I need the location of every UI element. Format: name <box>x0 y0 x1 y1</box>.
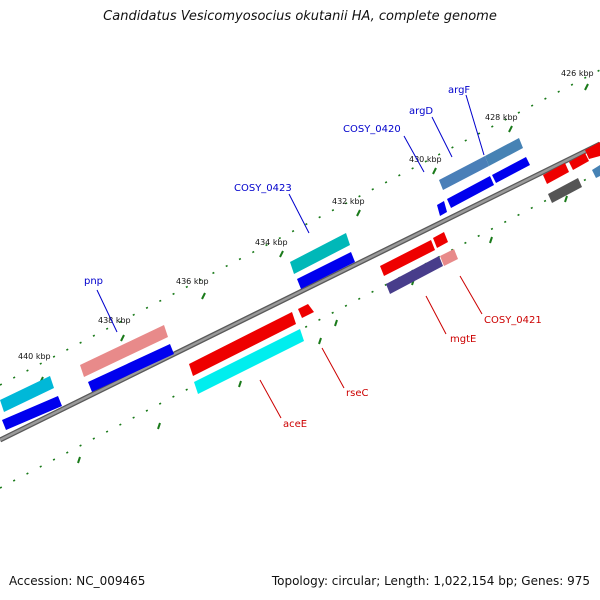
map-title: Candidatus Vesicomyosocius okutanii HA, … <box>103 9 497 24</box>
leader-aceE <box>259 379 282 419</box>
inner-tick-6 <box>238 380 242 388</box>
gene-slate-mgtE <box>386 256 443 294</box>
gene-label-cosy0421: COSY_0421 <box>484 315 542 326</box>
kbp-label-436: 436 kbp <box>176 277 209 286</box>
tick-428 <box>508 125 513 133</box>
inner-tick-2 <box>489 236 493 244</box>
inner-tick-1 <box>564 195 568 203</box>
gene-red-arrow-small <box>298 304 314 318</box>
gene-steel-argD <box>439 156 489 190</box>
kbp-label-428: 428 kbp <box>485 113 518 122</box>
leader-argD <box>431 116 453 158</box>
gene-gray-partial <box>548 178 582 203</box>
gene-pink-small <box>440 249 458 266</box>
gene-cyan-aceE <box>194 329 304 394</box>
gene-red-partial-1 <box>543 163 569 184</box>
gene-label-pnp: pnp <box>84 276 103 287</box>
gene-blue-left <box>2 396 62 430</box>
gene-steel-argF <box>485 138 523 166</box>
genome-backbone <box>0 141 600 443</box>
gene-cyan-left <box>0 376 54 412</box>
inner-tick-5 <box>318 337 322 345</box>
kbp-label-430: 430 kbp <box>409 155 442 164</box>
gene-steel-partial <box>592 165 600 178</box>
gene-pink-pnp <box>80 325 168 377</box>
gene-blue-cds-1 <box>492 157 530 183</box>
gene-label-rseC: rseC <box>346 388 368 399</box>
major-ticks <box>39 83 589 464</box>
tick-430 <box>432 167 437 175</box>
leader-cosy0421 <box>459 275 483 315</box>
inner-tick-4 <box>334 319 338 327</box>
accession-text: Accession: NC_009465 <box>9 574 146 588</box>
gene-red-partial-3 <box>585 142 600 159</box>
gene-blocks <box>0 138 600 430</box>
gene-red-partial-2 <box>569 153 589 170</box>
kbp-label-432: 432 kbp <box>332 197 365 206</box>
kbp-label-426: 426 kbp <box>561 69 594 78</box>
gene-cyan-cos0423 <box>290 233 350 274</box>
tick-438 <box>120 334 125 342</box>
leader-cosy0420 <box>403 135 425 173</box>
leader-cosy0423 <box>288 193 310 234</box>
gene-blue-arrow-small <box>437 201 447 216</box>
gene-label-cosy0423: COSY_0423 <box>234 183 292 194</box>
gene-blue-cds-2 <box>447 176 494 208</box>
kbp-label-434: 434 kbp <box>255 238 288 247</box>
leader-rseC <box>321 347 345 389</box>
gene-red-rseC <box>189 312 296 376</box>
tick-436 <box>201 292 206 300</box>
label-leaders <box>96 94 485 419</box>
gene-blue-cds-3 <box>297 252 355 289</box>
leader-mgtE <box>425 295 447 335</box>
gene-red-cos0421 <box>380 240 435 276</box>
gene-label-argF: argF <box>448 85 470 96</box>
tick-426 <box>584 83 589 91</box>
inner-tick-8 <box>77 456 81 464</box>
gene-label-argD: argD <box>409 106 433 117</box>
tick-434 <box>279 250 284 258</box>
inner-tick-7 <box>157 422 161 430</box>
leader-pnp <box>96 289 118 333</box>
genome-summary-text: Topology: circular; Length: 1,022,154 bp… <box>271 574 590 588</box>
gene-label-mgtE: mgtE <box>450 334 476 345</box>
tick-432 <box>356 209 361 217</box>
gene-red-small <box>433 232 448 248</box>
gene-label-aceE: aceE <box>283 419 307 430</box>
kbp-label-438: 438 kbp <box>98 316 131 325</box>
kbp-label-440: 440 kbp <box>18 352 51 361</box>
leader-argF <box>465 94 485 156</box>
gene-blue-cds-4 <box>88 344 174 392</box>
gene-label-cosy0420: COSY_0420 <box>343 124 401 135</box>
